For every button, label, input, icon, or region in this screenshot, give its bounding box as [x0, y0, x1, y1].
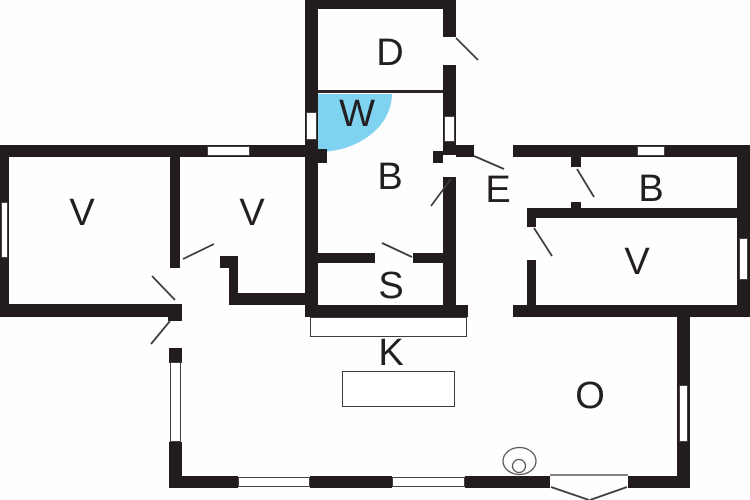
- door-leaf-line: [576, 168, 595, 198]
- room-v-right-label: V: [624, 241, 650, 283]
- wall: [443, 177, 456, 317]
- door-leaf-line: [589, 486, 628, 500]
- wall: [443, 0, 456, 37]
- door-leaf-line: [150, 320, 171, 345]
- wall: [169, 348, 182, 363]
- room-v-middle-label: V: [239, 192, 265, 234]
- wall: [527, 208, 750, 218]
- thin-partition: [318, 90, 443, 93]
- wall: [527, 208, 536, 227]
- wall: [169, 476, 238, 488]
- wall: [318, 253, 375, 263]
- window: [392, 477, 465, 487]
- room-e-label: E: [485, 169, 511, 211]
- wall: [465, 476, 550, 488]
- wall: [0, 304, 182, 317]
- window: [444, 116, 455, 142]
- door-leaf-line: [473, 155, 505, 170]
- room-b-middle-label: B: [377, 156, 403, 198]
- wall: [318, 149, 327, 163]
- wall: [310, 476, 392, 488]
- wall: [170, 157, 180, 268]
- window: [170, 362, 181, 442]
- wall: [229, 256, 238, 305]
- window: [306, 112, 317, 140]
- window: [207, 146, 250, 156]
- kitchen-counter: [310, 317, 467, 337]
- door-leaf-line: [151, 275, 176, 301]
- room-w-label: W: [339, 93, 375, 135]
- window: [739, 238, 748, 280]
- wall: [310, 305, 468, 317]
- door-leaf-line: [533, 227, 553, 257]
- stove-icon: [502, 446, 537, 476]
- window: [637, 146, 665, 156]
- wall: [229, 293, 313, 305]
- door-leaf-line: [550, 486, 590, 500]
- wall: [456, 145, 474, 157]
- window: [679, 385, 688, 442]
- wall: [168, 304, 182, 321]
- room-d-label: D: [376, 32, 404, 74]
- wall: [413, 253, 443, 263]
- stove-inner-icon: [511, 458, 527, 474]
- window: [1, 202, 8, 258]
- door-leaf-line: [381, 242, 413, 258]
- wall: [628, 476, 688, 488]
- wall: [571, 202, 581, 210]
- room-k-label: K: [378, 332, 404, 374]
- window: [238, 477, 310, 487]
- door-leaf-line: [455, 37, 479, 61]
- wall: [305, 0, 318, 317]
- kitchen-island: [342, 371, 455, 407]
- room-o-label: O: [575, 375, 605, 417]
- wall: [433, 151, 443, 163]
- room-s-label: S: [378, 265, 404, 307]
- room-b-right-label: B: [638, 168, 664, 210]
- wall: [527, 260, 536, 307]
- wall: [169, 442, 182, 478]
- wall: [513, 305, 750, 317]
- wall: [571, 145, 581, 167]
- wall: [305, 0, 455, 9]
- door-leaf-line: [430, 178, 452, 207]
- room-v-left-label: V: [69, 192, 95, 234]
- door-leaf-line: [182, 243, 215, 260]
